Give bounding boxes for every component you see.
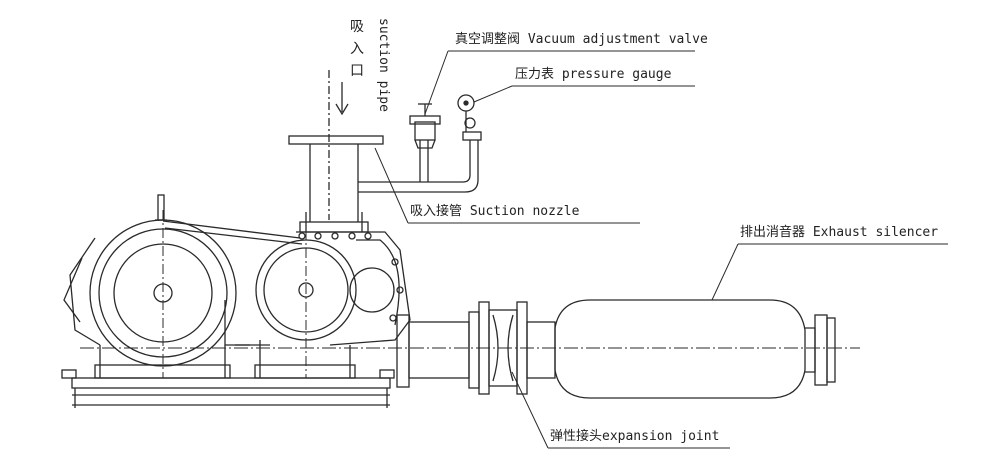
exhaust-silencer-label: 排出消音器 Exhaust silencer bbox=[740, 225, 939, 240]
base-frame bbox=[61, 369, 395, 408]
motor bbox=[63, 194, 250, 379]
vacuum-valve-label: 真空调整阀 Vacuum adjustment valve bbox=[455, 32, 708, 47]
suction-arrow bbox=[328, 70, 349, 220]
side-piping bbox=[358, 140, 479, 193]
pressure-gauge-label: 压力表 pressure gauge bbox=[515, 67, 672, 82]
expansion-joint-label: 弹性接头expansion joint bbox=[550, 429, 720, 444]
exhaust-silencer bbox=[526, 299, 836, 399]
leader-lines bbox=[374, 50, 948, 449]
suction-pipe-label-en: suction pipe bbox=[376, 18, 391, 112]
vacuum-valve bbox=[409, 103, 441, 149]
suction-nozzle-pipe bbox=[288, 135, 384, 233]
pressure-gauge bbox=[457, 94, 482, 141]
belt-guard bbox=[162, 220, 303, 346]
suction-nozzle-label: 吸入接管 Suction nozzle bbox=[410, 204, 580, 219]
blower-body bbox=[254, 231, 411, 379]
suction-pipe-label-cn: 吸入口 bbox=[350, 19, 364, 79]
discharge-pipe bbox=[396, 311, 480, 389]
